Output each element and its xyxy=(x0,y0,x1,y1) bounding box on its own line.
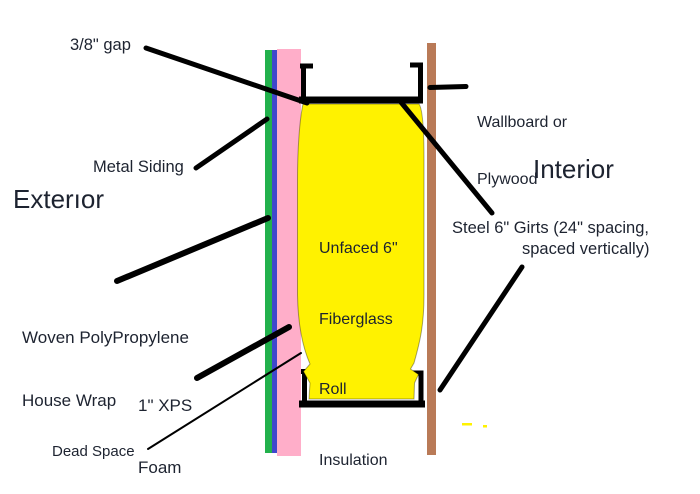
house-wrap-label-line1: Woven PolyPropylene xyxy=(22,328,189,347)
gap-leader-line xyxy=(143,45,310,106)
insulation-label-line2: Fiberglass xyxy=(319,310,393,328)
xps-foam-leader-line xyxy=(194,324,292,381)
metal-siding-label: Metal Siding xyxy=(93,158,184,176)
insulation-shape xyxy=(297,103,425,400)
girts-lower-leader-line xyxy=(437,264,525,393)
insulation-label: Unfaced 6" Fiberglass Roll Insulation xyxy=(319,190,398,494)
wallboard-label-line1: Wallboard or xyxy=(477,114,568,131)
top-girt-left-flange xyxy=(300,63,313,98)
wallboard-leader-line xyxy=(427,84,469,90)
girts-upper-leader-line xyxy=(397,98,495,216)
metal-siding-leader-line xyxy=(193,116,270,171)
xps-foam-label-line2: Foam xyxy=(138,457,182,477)
stray-mark xyxy=(483,425,487,428)
insulation-label-line3: Roll xyxy=(319,381,347,398)
house-wrap-label-line2: House Wrap xyxy=(22,391,117,410)
house-wrap-label: Woven PolyPropylene House Wrap xyxy=(22,285,189,453)
dead-space-label: Dead Space xyxy=(52,443,135,460)
top-girt-right-flange xyxy=(410,62,423,98)
gap-label: 3/8" gap xyxy=(70,36,131,54)
xps-foam-layer xyxy=(277,49,301,456)
xps-foam-label-line1: 1" XPS xyxy=(138,396,193,415)
insulation-label-line4: Insulation xyxy=(319,451,388,469)
exterior-label: Exterıor xyxy=(13,184,105,214)
stray-mark xyxy=(462,423,472,426)
wallboard-label: Wallboard or Plywood xyxy=(477,75,567,227)
insulation-label-line1: Unfaced 6" xyxy=(319,240,398,257)
wallboard-layer xyxy=(427,43,436,455)
dead-space-leader-line xyxy=(147,352,302,450)
xps-foam-label: 1" XPS Foam xyxy=(138,355,192,494)
girts-label-line1: Steel 6" Girts (24" spacing, xyxy=(452,219,649,237)
metal-siding-layer xyxy=(265,50,272,453)
wallboard-label-line2: Plywood xyxy=(477,171,538,188)
interior-label: Interior xyxy=(533,154,614,184)
house-wrap-leader-line xyxy=(114,215,271,284)
house-wrap-layer xyxy=(272,50,277,453)
girts-label-line2: spaced vertically) xyxy=(522,240,650,258)
